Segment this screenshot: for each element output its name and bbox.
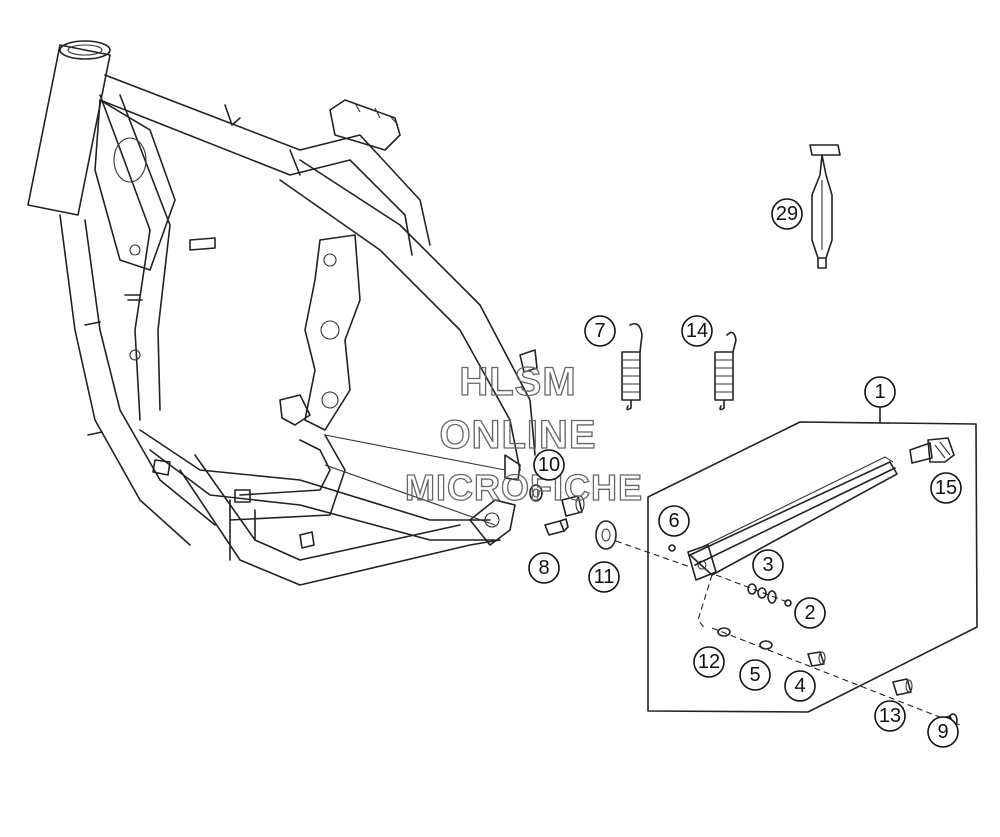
- watermark: HLSM ONLINE MICROFICHE: [404, 359, 643, 508]
- callout-3[interactable]: 3: [752, 549, 784, 581]
- spring-part-14: [714, 331, 737, 411]
- leader-11: [615, 540, 691, 568]
- callout-14[interactable]: 14: [681, 315, 713, 347]
- detent-part-6: [668, 544, 676, 552]
- callout-14-label: 14: [686, 320, 708, 342]
- callout-13-label: 13: [879, 705, 901, 727]
- callout-7[interactable]: 7: [584, 315, 616, 347]
- watermark-line2: ONLINE: [439, 413, 596, 457]
- callout-29-label: 29: [776, 203, 798, 225]
- bolt-part-8: [544, 518, 569, 536]
- washer-part-11: [595, 520, 617, 550]
- callout-13[interactable]: 13: [874, 700, 906, 732]
- watermark-line1: HLSM: [459, 360, 576, 404]
- callout-5-label: 5: [749, 664, 760, 686]
- callout-1-label: 1: [874, 381, 885, 403]
- callout-8[interactable]: 8: [528, 552, 560, 584]
- motorcycle-frame: [27, 40, 538, 586]
- callout-11-label: 11: [594, 566, 615, 588]
- spring-part-7: [621, 322, 643, 411]
- callout-4-label: 4: [794, 675, 805, 697]
- callout-15-label: 15: [935, 477, 957, 499]
- washer-part-5: [759, 640, 773, 650]
- callout-4[interactable]: 4: [784, 670, 816, 702]
- callout-29[interactable]: 29: [771, 198, 803, 230]
- callout-10[interactable]: 10: [533, 449, 565, 481]
- callout-5[interactable]: 5: [739, 659, 771, 691]
- callout-2-label: 2: [804, 602, 815, 624]
- callout-12-label: 12: [698, 651, 720, 673]
- leader-pivot-stack: [711, 627, 961, 726]
- sleeve-part: [561, 495, 585, 517]
- nut-part-13: [892, 678, 913, 696]
- callout-1[interactable]: 1: [864, 376, 896, 408]
- washer-part-12: [717, 627, 731, 637]
- callout-15[interactable]: 15: [930, 472, 962, 504]
- assembly-box: [647, 421, 978, 713]
- callout-11[interactable]: 11: [588, 561, 620, 593]
- sidestand-part-1: [687, 456, 898, 581]
- leader-pivot: [697, 574, 713, 631]
- callout-9[interactable]: 9: [927, 716, 959, 748]
- callout-3-label: 3: [762, 554, 773, 576]
- callout-10-label: 10: [538, 454, 560, 476]
- callout-6[interactable]: 6: [658, 505, 690, 537]
- watermark-line3: MICROFICHE: [405, 467, 643, 508]
- callout-9-label: 9: [937, 721, 948, 743]
- callout-2[interactable]: 2: [794, 597, 826, 629]
- bolt-part-3: [715, 574, 792, 607]
- callout-6-label: 6: [668, 510, 679, 532]
- tool-part-29: [809, 144, 841, 269]
- callout-12[interactable]: 12: [693, 646, 725, 678]
- bushing-part-4: [807, 651, 826, 667]
- foot-part-15: [909, 437, 955, 464]
- nut-part-10: [529, 484, 543, 502]
- callout-8-label: 8: [538, 557, 549, 579]
- callout-7-label: 7: [594, 320, 605, 342]
